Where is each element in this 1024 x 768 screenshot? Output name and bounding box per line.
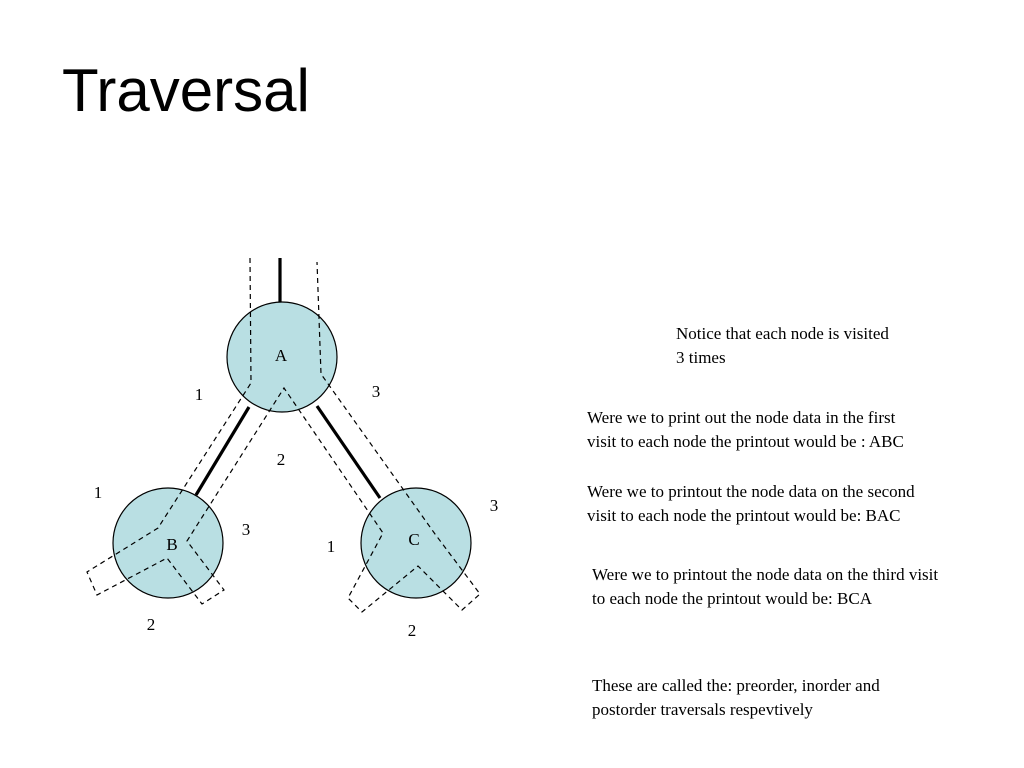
visit-label-c-3: 3 (490, 496, 499, 515)
node-a-circle (226, 301, 338, 413)
edge-a-c (315, 405, 382, 499)
tree-edges (194, 258, 382, 499)
visit-labels: 1 2 3 1 2 3 1 2 3 (94, 382, 499, 640)
visit-label-b-2: 2 (147, 615, 156, 634)
visit-label-a-3: 3 (372, 382, 381, 401)
visit-label-a-2: 2 (277, 450, 286, 469)
note-visited-three-times: Notice that each node is visited 3 times (676, 324, 889, 367)
node-label-c: C (408, 530, 419, 549)
tree-nodes (112, 301, 472, 599)
node-c-circle (360, 487, 472, 599)
note-third-visit: Were we to printout the node data on the… (592, 565, 939, 608)
visit-label-b-3: 3 (242, 520, 251, 539)
node-b-circle (112, 487, 224, 599)
visit-label-b-1: 1 (94, 483, 103, 502)
node-labels: A B C (166, 346, 419, 554)
node-label-b: B (166, 535, 177, 554)
visit-label-c-2: 2 (408, 621, 417, 640)
visit-label-a-1: 1 (195, 385, 204, 404)
traversal-path (86, 257, 481, 613)
note-second-visit: Were we to printout the node data on the… (587, 482, 915, 525)
slide-title: Traversal (62, 57, 310, 124)
edge-a-b (194, 406, 251, 496)
node-label-a: A (275, 346, 288, 365)
note-first-visit: Were we to print out the node data in th… (587, 408, 904, 451)
note-traversal-names: These are called the: preorder, inorder … (592, 676, 880, 719)
visit-label-c-1: 1 (327, 537, 336, 556)
